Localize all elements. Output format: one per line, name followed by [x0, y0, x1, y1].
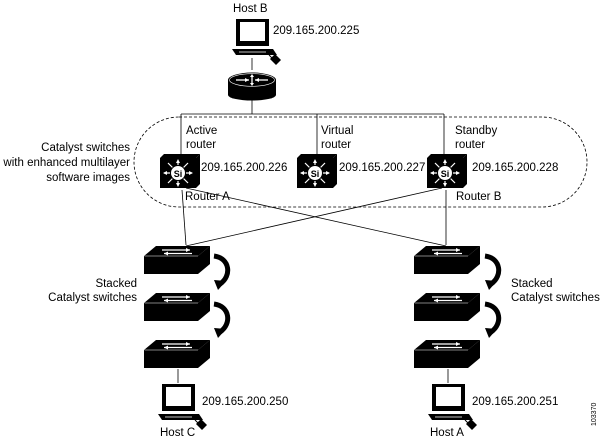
- router-b: Standby router Si 209.165.200.228 Router…: [426, 125, 558, 203]
- links: [177, 58, 449, 383]
- router-b-ip: 209.165.200.228: [472, 162, 558, 174]
- router-b-role-line-2: router: [455, 139, 485, 151]
- host-a-ip: 209.165.200.251: [472, 396, 558, 408]
- virtual-router-role-line-1: Virtual: [321, 125, 353, 137]
- host-b-label: Host B: [233, 3, 268, 15]
- virtual-router-role-line-2: router: [321, 139, 351, 151]
- host-a-label: Host A: [430, 427, 464, 439]
- catalyst-label-line-3: software images: [46, 172, 130, 184]
- virtual-router: Virtual router Si 209.165.200.227: [296, 125, 425, 189]
- router-b-si-badge: Si: [441, 169, 450, 179]
- router-icon: [228, 72, 276, 101]
- curved-arrow-icon: [214, 256, 228, 290]
- workstation-icon: [427, 383, 478, 431]
- catalyst-label-line-2: with enhanced multilayer: [2, 157, 130, 169]
- curved-arrow-icon: [485, 304, 499, 338]
- router-b-name: Router B: [456, 191, 502, 203]
- link-router-a-right-stack: [185, 187, 447, 247]
- left-stack-label-line-1: Stacked: [95, 278, 137, 290]
- right-stack-label-line-2: Catalyst switches: [511, 292, 600, 304]
- router-a-role-line-1: Active: [186, 125, 217, 137]
- host-b: Host B 209.165.200.225: [231, 3, 359, 66]
- workstation-icon: [157, 383, 208, 431]
- catalyst-group-boundary: [133, 116, 588, 208]
- curved-arrow-icon: [485, 256, 499, 290]
- host-b-ip: 209.165.200.225: [273, 25, 359, 37]
- host-c-ip: 209.165.200.250: [202, 396, 288, 408]
- router-a: Active router Si 209.165.200.226 Router …: [159, 125, 287, 203]
- router-b-role-line-1: Standby: [455, 125, 497, 137]
- link-router-b-left-stack: [185, 187, 443, 247]
- virtual-router-ip: 209.165.200.227: [339, 162, 425, 174]
- router-a-ip: 209.165.200.226: [201, 162, 287, 174]
- host-c-label: Host C: [160, 427, 195, 439]
- link-router-a-left-stack: [181, 189, 187, 246]
- host-a: 209.165.200.251 Host A: [427, 383, 558, 439]
- router-a-si-badge: Si: [174, 169, 183, 179]
- catalyst-group-label: Catalyst switches with enhanced multilay…: [2, 142, 130, 184]
- workgroup-switch-icon: [143, 292, 211, 322]
- host-c: 209.165.200.250 Host C: [157, 383, 288, 439]
- virtual-router-si-badge: Si: [311, 169, 320, 179]
- catalyst-label-line-1: Catalyst switches: [41, 142, 130, 154]
- figure-id: 103370: [591, 403, 598, 426]
- left-switch-stack: Stacked Catalyst switches: [48, 245, 228, 369]
- router-a-role-line-2: router: [186, 139, 216, 151]
- workgroup-switch-icon: [143, 339, 211, 369]
- left-stack-label-line-2: Catalyst switches: [48, 292, 137, 304]
- workgroup-switch-icon: [143, 245, 211, 275]
- right-switch-stack: Stacked Catalyst switches: [413, 245, 600, 369]
- right-stack-label-line-1: Stacked: [511, 278, 553, 290]
- router-a-name: Router A: [185, 191, 230, 203]
- workgroup-switch-icon: [413, 245, 481, 275]
- workgroup-switch-icon: [413, 339, 481, 369]
- curved-arrow-icon: [214, 304, 228, 338]
- workgroup-switch-icon: [413, 292, 481, 322]
